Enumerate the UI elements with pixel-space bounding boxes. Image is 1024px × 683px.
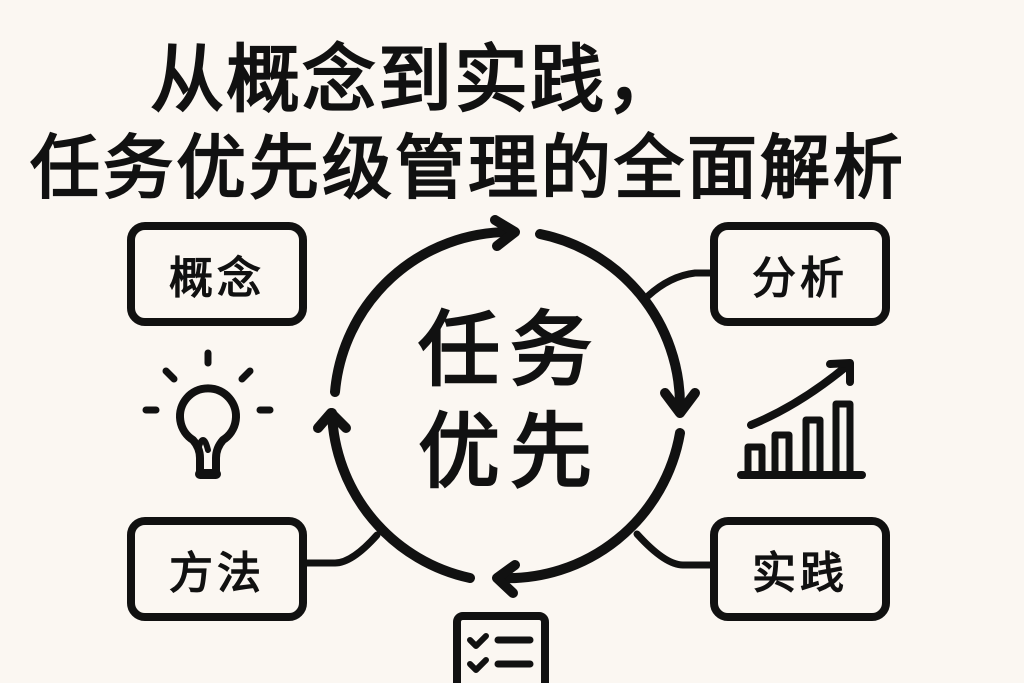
cycle-arc-top-right	[535, 229, 700, 418]
connector-analysis	[644, 269, 716, 300]
node-analysis: 分析	[710, 222, 890, 326]
center-label: 任务 优先	[385, 300, 635, 504]
node-practice: 实践	[710, 517, 890, 621]
bar-chart-growth-icon	[737, 359, 866, 479]
connector-practice	[633, 530, 716, 569]
node-method: 方法	[127, 517, 307, 621]
title-line-1: 从概念到实践，	[150, 37, 682, 123]
connector-method	[301, 531, 381, 567]
title-line-2: 任务优先级管理的全面解析	[30, 127, 906, 209]
cycle-arc-bottom-right	[492, 428, 685, 598]
center-line-2: 优先	[417, 405, 602, 500]
node-concept: 概念	[127, 222, 307, 326]
cycle-arc-top-left	[330, 215, 520, 397]
checklist-icon	[453, 612, 549, 683]
cycle-arc-bottom-left	[313, 408, 475, 583]
center-line-1: 任务	[417, 303, 602, 398]
lightbulb-icon	[142, 349, 274, 479]
